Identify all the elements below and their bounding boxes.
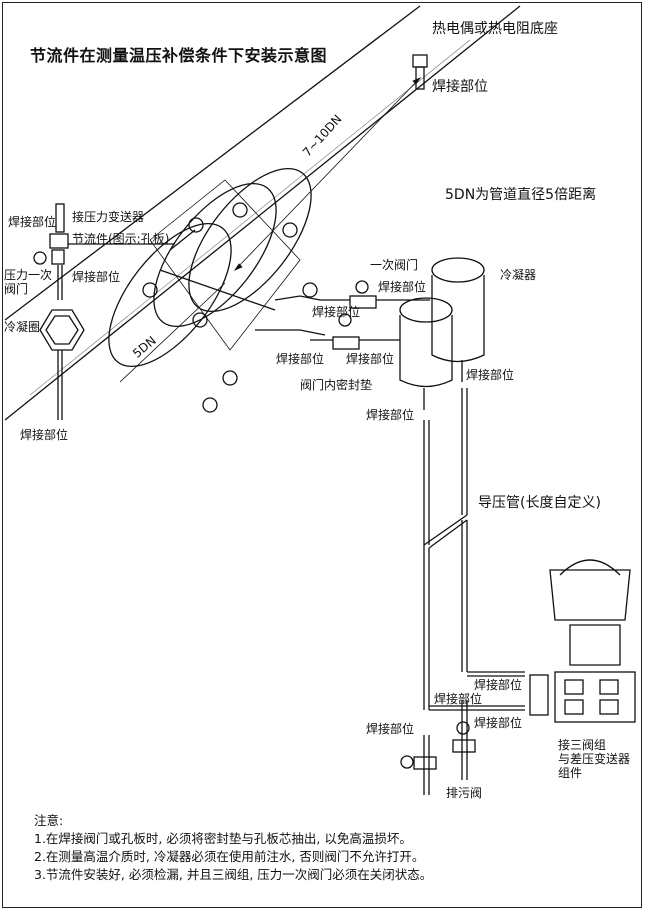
notes-heading: 注意: <box>34 813 64 828</box>
label-primary-valve: 一次阀门 <box>370 258 419 272</box>
label-weld-valve-2: 焊接部位 <box>312 305 361 319</box>
main-pipe <box>4 5 521 421</box>
note-item: 3.节流件安装好, 必须检漏, 并且三阀组, 压力一次阀门必须在关闭状态。 <box>34 867 433 882</box>
label-drain-valve: 排污阀 <box>446 786 483 800</box>
thermo-seat <box>412 54 428 90</box>
diagram-title: 节流件在测量温压补偿条件下安装示意图 <box>30 46 328 65</box>
label-thermo-seat: 热电偶或热电阻底座 <box>432 21 558 37</box>
label-weld-top: 焊接部位 <box>432 79 488 95</box>
label-weld-drain: 焊接部位 <box>366 722 415 736</box>
label-impulse-tube: 导压管(长度自定义) <box>478 495 601 511</box>
left-pressure-assembly <box>33 203 175 420</box>
manifold-transmitter <box>529 559 636 723</box>
note-item: 1.在焊接阀门或孔板时, 必须将密封垫与孔板芯抽出, 以免高温损坏。 <box>34 831 412 846</box>
label-weld-valve-1: 焊接部位 <box>378 280 427 294</box>
label-pressure-valve: 压力一次 阀门 <box>4 268 53 296</box>
notes-section: 注意: 1.在焊接阀门或孔板时, 必须将密封垫与孔板芯抽出, 以免高温损坏。 2… <box>34 812 432 884</box>
label-valve-seal: 阀门内密封垫 <box>300 378 373 392</box>
label-cooling-coil: 冷凝圈 <box>4 320 41 334</box>
label-weld-left-bottom: 焊接部位 <box>20 428 69 442</box>
label-5dn-desc: 5DN为管道直径5倍距离 <box>445 187 597 203</box>
primary-valves <box>310 280 430 350</box>
label-weld-valve-3: 焊接部位 <box>276 352 325 366</box>
note-item: 2.在测量高温介质时, 冷凝器必须在使用前注水, 否则阀门不允许打开。 <box>34 849 425 864</box>
label-weld-cond-left: 焊接部位 <box>366 408 415 422</box>
label-weld-manifold-2: 焊接部位 <box>434 692 483 706</box>
label-weld-cond-right: 焊接部位 <box>466 368 515 382</box>
label-throttle-element: 节流件(图示:孔板) <box>72 232 170 246</box>
label-condenser: 冷凝器 <box>500 268 537 282</box>
impulse-tubes <box>423 388 525 795</box>
condensers <box>399 257 485 410</box>
label-manifold-desc: 接三阀组 与差压变送器 组件 <box>558 738 631 780</box>
label-weld-manifold-3: 焊接部位 <box>474 716 523 730</box>
label-weld-left-top: 焊接部位 <box>8 215 57 229</box>
drain-valves <box>400 721 476 770</box>
orifice-flange-assembly <box>108 167 326 413</box>
dimension-7-10dn <box>119 77 422 383</box>
label-weld-left-mid: 焊接部位 <box>72 270 121 284</box>
label-weld-valve-4: 焊接部位 <box>346 352 395 366</box>
label-pressure-transmitter: 接压力变送器 <box>72 210 145 224</box>
label-weld-manifold-1: 焊接部位 <box>474 678 523 692</box>
